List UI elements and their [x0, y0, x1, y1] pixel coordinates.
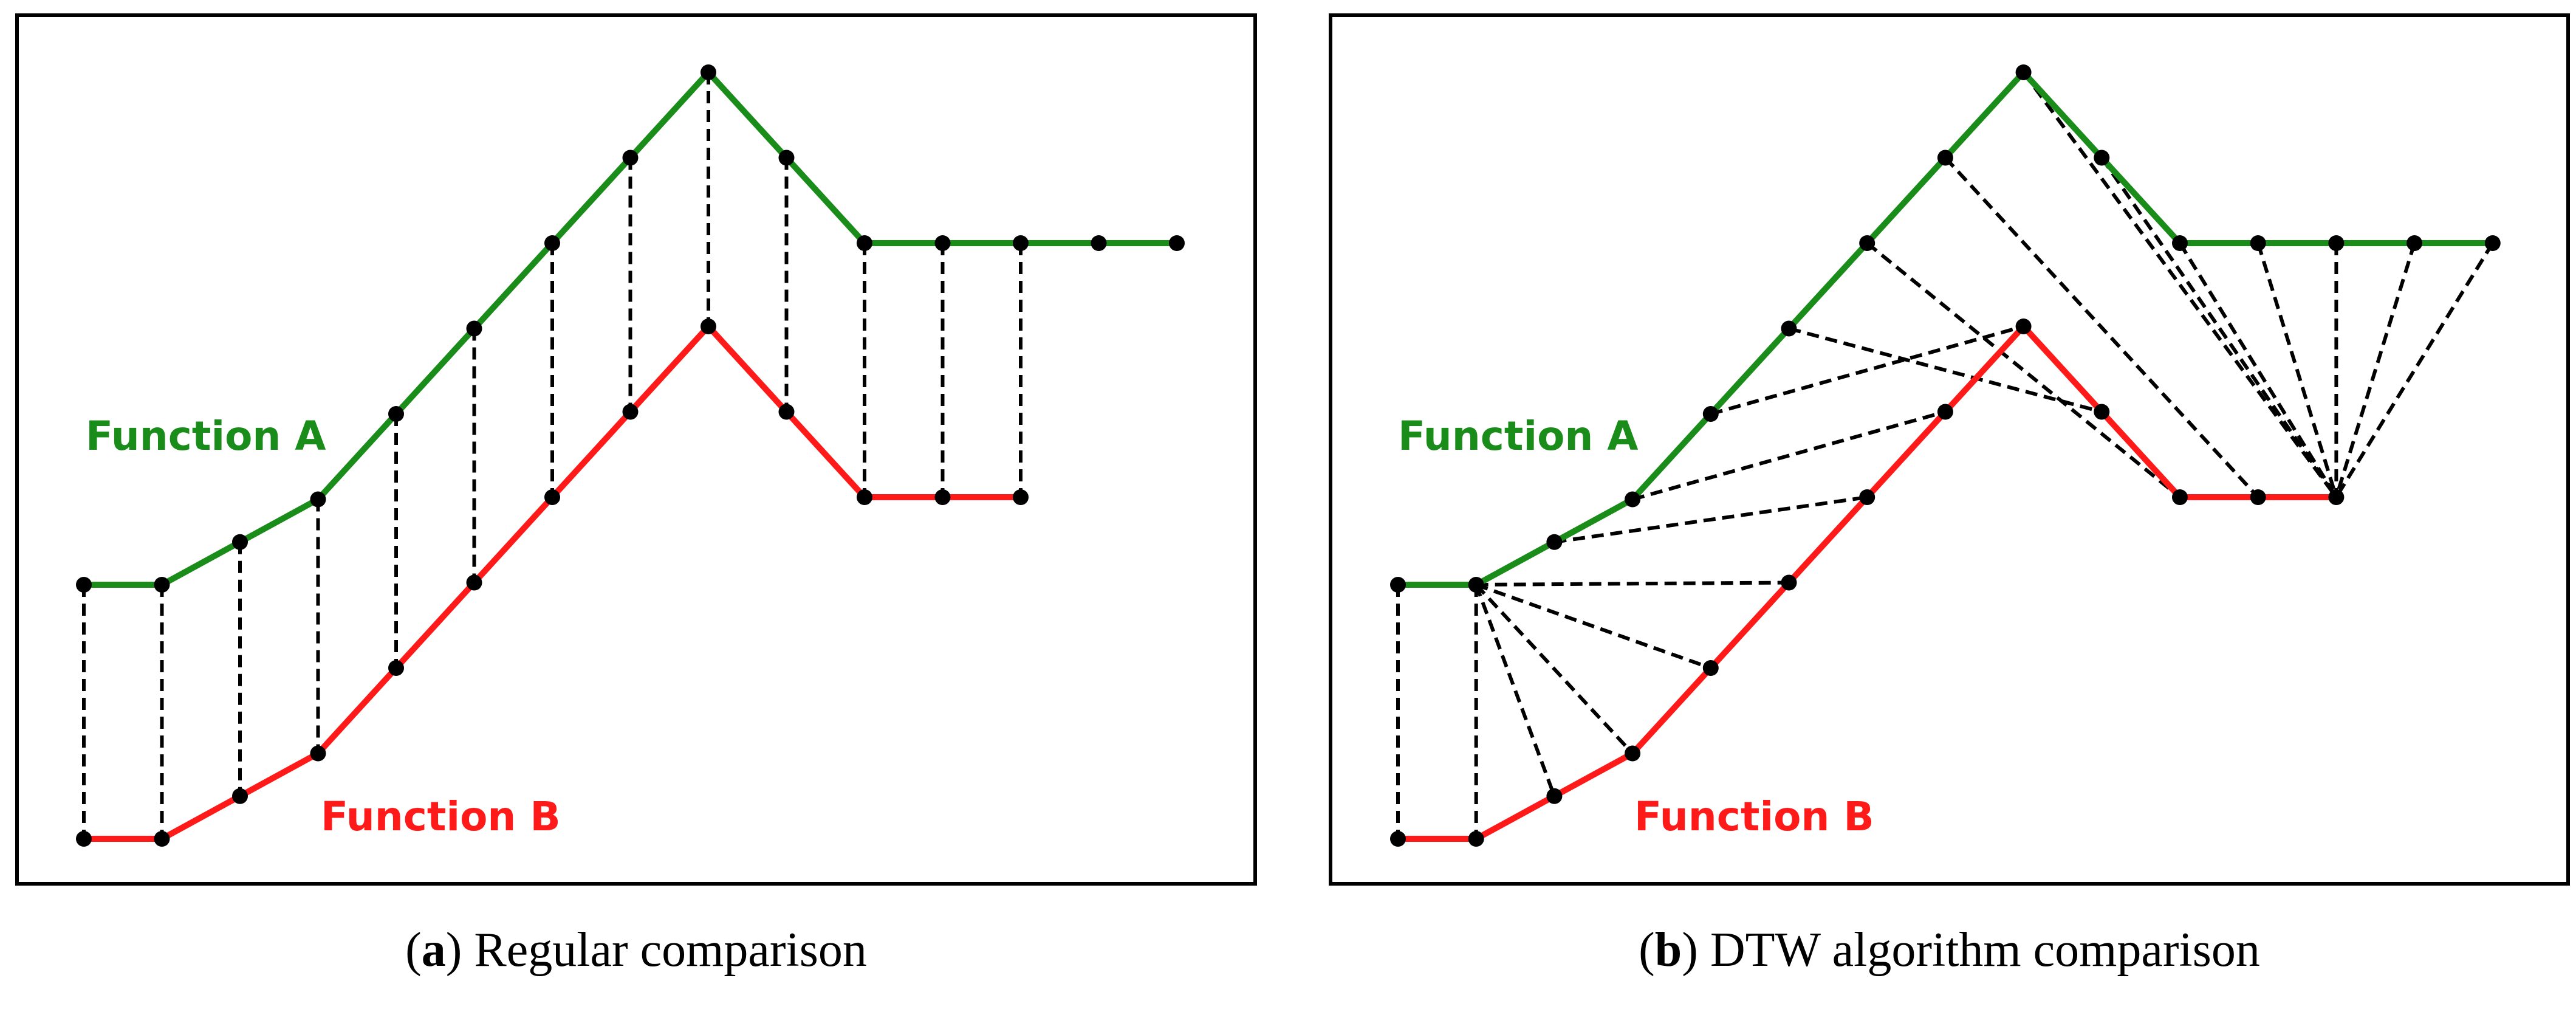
match-connector	[2022, 71, 2338, 498]
match-connector	[1474, 584, 1557, 797]
function-a-point	[2094, 150, 2110, 166]
match-connector	[1944, 156, 2259, 499]
function-a-label: Function A	[86, 413, 326, 460]
function-a-point	[2328, 235, 2345, 251]
match-connector	[1632, 410, 1946, 501]
function-a-point	[1702, 406, 1719, 422]
match-connector	[2334, 242, 2495, 498]
function-b-point	[1702, 660, 1719, 676]
function-b-point	[1781, 574, 1797, 591]
function-b-point	[622, 404, 639, 420]
function-b-point	[1390, 831, 1406, 847]
match-connector	[2334, 243, 2416, 498]
match-connector	[2100, 156, 2338, 498]
function-b-point	[2015, 319, 2032, 334]
match-connector	[1710, 325, 2024, 416]
function-b-point	[778, 404, 795, 420]
function-a-point	[76, 577, 92, 593]
match-connector	[2256, 243, 2338, 498]
function-a-point	[466, 320, 482, 337]
panel-dtw-comparison: Function A Function B	[1329, 13, 2570, 886]
function-a-point	[1468, 577, 1484, 593]
match-connector	[1475, 583, 1634, 755]
function-a-point	[2015, 64, 2032, 80]
function-a-point	[1390, 577, 1406, 593]
function-a-point	[2250, 235, 2266, 251]
function-a-point	[622, 150, 639, 166]
function-b-point	[934, 489, 951, 505]
function-a-line	[1398, 69, 2493, 588]
dtw-comparison-diagram: Function A Function B	[1390, 64, 2501, 847]
function-a-point	[232, 534, 248, 550]
function-a-point	[154, 577, 170, 593]
function-b-point	[701, 319, 716, 334]
function-b-point	[1468, 831, 1484, 847]
match-connector	[1788, 326, 2103, 414]
function-b-point	[1937, 404, 1953, 420]
function-a-label: Function A	[1398, 413, 1638, 460]
function-a-point	[778, 150, 795, 166]
function-b-point	[857, 489, 872, 505]
regular-comparison-diagram: Function A Function B	[76, 64, 1185, 847]
function-b-point	[76, 831, 92, 847]
function-b-point	[1013, 489, 1029, 505]
function-b-point	[2094, 404, 2110, 420]
function-b-point	[1546, 788, 1563, 804]
match-connector	[2178, 242, 2338, 498]
function-a-point	[2406, 235, 2423, 251]
caption-text: DTW algorithm comparison	[1697, 923, 2260, 977]
function-a-point	[544, 235, 560, 251]
match-connector	[1866, 241, 2181, 499]
function-a-point	[1013, 235, 1029, 251]
caption-letter: a	[421, 923, 446, 977]
caption-dtw-comparison: (b) DTW algorithm comparison	[1639, 923, 2260, 977]
function-b-point	[2172, 489, 2188, 505]
function-b-point	[310, 745, 326, 762]
function-a-point	[1859, 235, 1875, 251]
function-a-point	[934, 235, 951, 251]
function-b-point	[466, 574, 482, 591]
function-a-point	[1546, 534, 1563, 550]
function-a-point	[1091, 235, 1107, 251]
function-b-point	[1625, 745, 1641, 762]
caption-letter: b	[1654, 923, 1682, 977]
function-a-point	[2172, 235, 2188, 251]
function-a-point	[2484, 235, 2501, 251]
function-a-point	[701, 64, 716, 80]
function-b-point	[232, 788, 248, 804]
function-b-point	[2250, 489, 2266, 505]
function-a-point	[1937, 150, 1953, 166]
caption-regular-comparison: (a) Regular comparison	[405, 923, 867, 977]
function-b-point	[154, 831, 170, 847]
function-b-label: Function B	[321, 793, 561, 840]
function-b-point	[388, 660, 404, 676]
panel-regular-comparison: Function A Function B	[15, 13, 1257, 886]
function-b-point	[544, 489, 560, 505]
function-b-label: Function B	[1634, 793, 1874, 840]
match-connector	[1553, 495, 1868, 544]
caption-text: Regular comparison	[462, 923, 867, 977]
function-a-point	[1625, 491, 1641, 508]
function-a-point	[1781, 320, 1797, 337]
function-a-point	[388, 406, 404, 422]
function-b-point	[1859, 489, 1875, 505]
match-connector	[1475, 583, 1711, 670]
function-b-point	[2328, 489, 2345, 505]
match-connector	[1476, 580, 1789, 587]
function-a-point	[857, 235, 872, 251]
function-a-point	[310, 491, 326, 508]
function-a-point	[1169, 235, 1185, 251]
